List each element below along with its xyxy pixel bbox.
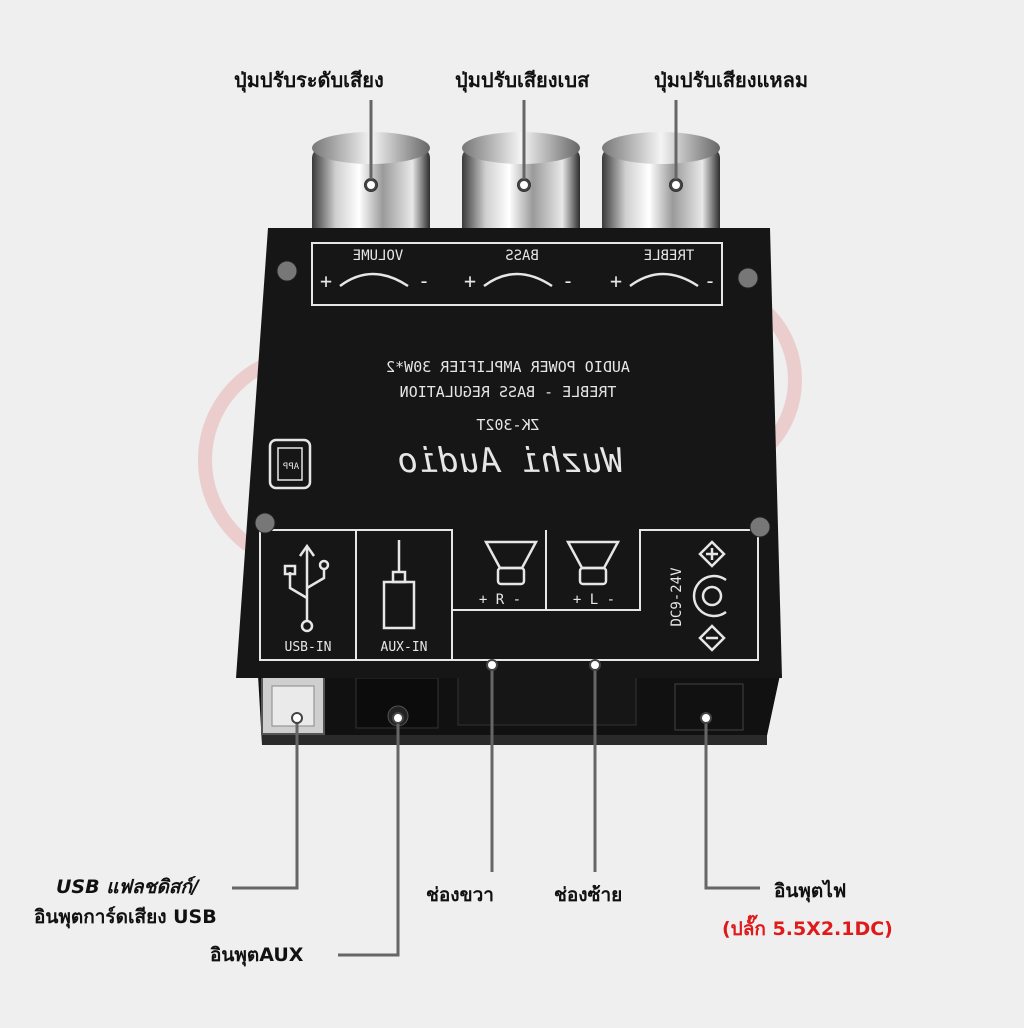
treble-knob-label: ปุ่มปรับเสียงแหลม xyxy=(654,68,809,92)
callout-aux-line xyxy=(338,720,400,957)
power-plug-label: (ปลั๊ก 5.5X2.1DC) xyxy=(722,918,893,940)
usb-icon xyxy=(283,543,330,633)
svg-text:APP: APP xyxy=(282,462,299,472)
app-icon: APP xyxy=(268,438,312,490)
board-top xyxy=(236,228,782,678)
volume-minus: - xyxy=(418,269,430,293)
treble-silkscreen: TREBLE xyxy=(644,248,695,264)
bass-knob-label: ปุ่มปรับเสียงเบส xyxy=(455,68,590,92)
speaker-left-icon xyxy=(565,540,621,586)
brand-logo: Wuzhi Audio xyxy=(397,441,622,481)
product-line1: AUDIO POWER AMPLIFIER 30W*2 xyxy=(386,358,630,376)
product-line2: TREBLE - BASS REGULATION xyxy=(400,383,617,401)
callout-usb-line xyxy=(232,720,299,890)
aux-in-label: AUX-IN xyxy=(381,640,428,655)
speaker-right-icon xyxy=(483,540,539,586)
callout-dots xyxy=(291,179,712,724)
volume-silkscreen: VOLUME xyxy=(353,248,404,264)
treble-minus: - xyxy=(704,269,716,293)
model-number: ZK-302T xyxy=(476,416,539,434)
left-channel-silkscreen: + L - xyxy=(573,592,615,608)
right-channel-label: ช่องขวา xyxy=(426,884,494,906)
dc-voltage-label: DC9-24V xyxy=(669,567,685,627)
dc-polarity-icon xyxy=(692,540,727,652)
volume-knob xyxy=(312,132,430,240)
usb-label-line2: อินพุตการ์ดเสียง USB xyxy=(34,906,217,928)
usb-label-line1: USB แฟลชดิสก์/ xyxy=(56,876,199,898)
right-channel-silkscreen: + R - xyxy=(479,592,521,608)
volume-knob-label: ปุ่มปรับระดับเสียง xyxy=(234,68,384,92)
treble-knob xyxy=(602,132,720,240)
usb-in-label: USB-IN xyxy=(285,640,332,655)
connector-frame xyxy=(259,529,759,661)
aux-icon xyxy=(382,540,416,630)
bass-silkscreen: BASS xyxy=(505,248,539,264)
callout-power-line xyxy=(704,720,760,890)
left-channel-label: ช่องซ้าย xyxy=(554,884,623,906)
bass-minus: - xyxy=(562,269,574,293)
treble-plus: + xyxy=(610,269,622,293)
bass-plus: + xyxy=(464,269,476,293)
knob-label-frame xyxy=(311,242,723,306)
aux-input-label: อินพุตAUX xyxy=(210,944,304,966)
mounting-screws xyxy=(254,260,771,538)
power-input-label: อินพุตไฟ xyxy=(774,880,847,902)
rotation-arrows xyxy=(339,272,699,288)
callout-lines xyxy=(232,100,760,957)
volume-plus: + xyxy=(320,269,332,293)
